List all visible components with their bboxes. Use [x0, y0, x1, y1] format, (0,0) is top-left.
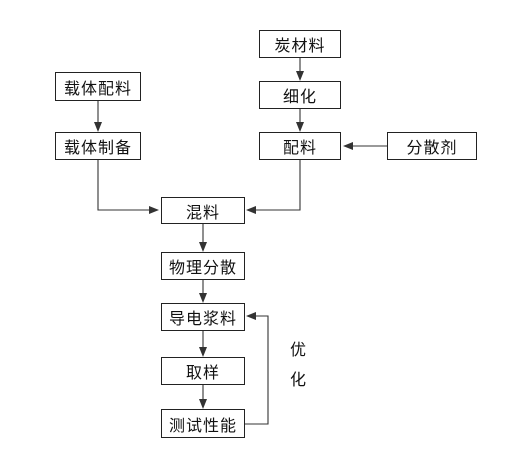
node-batching-label: 配料 [282, 138, 317, 157]
arrowhead-refine-to-batching [296, 122, 304, 132]
node-test-performance-label: 测试性能 [168, 415, 237, 435]
arrowhead-test-feedback-to-paste [246, 312, 256, 320]
node-mixing: 混料 [161, 197, 245, 224]
arrowhead-dispersion-to-paste [199, 293, 207, 303]
node-refine: 细化 [259, 81, 341, 109]
node-carbon-material-label: 炭材料 [274, 36, 326, 55]
feedback-label-char-2: 化 [289, 370, 306, 389]
node-dispersant-label: 分散剂 [406, 138, 458, 157]
node-sampling: 取样 [161, 357, 245, 385]
arrowhead-mixing-to-dispersion [199, 242, 207, 252]
node-mixing-label: 混料 [185, 202, 220, 222]
node-dispersant: 分散剂 [387, 132, 477, 160]
arrowhead-dispersant-to-batching [343, 142, 353, 150]
arrowhead-sampling-to-test [199, 399, 207, 409]
node-sampling-label: 取样 [185, 363, 220, 382]
node-carbon-material: 炭材料 [259, 30, 341, 58]
node-conductive-paste: 导电浆料 [161, 303, 245, 331]
node-carrier-preparation-label: 载体制备 [63, 138, 132, 157]
feedback-label-optimize: 优 化 [283, 335, 313, 395]
arrow-test-feedback-to-paste [245, 315, 269, 425]
arrowhead-paste-to-sampling [199, 347, 207, 357]
node-physical-dispersion-label: 物理分散 [168, 258, 237, 277]
node-test-performance: 测试性能 [161, 409, 245, 438]
node-carrier-batching: 载体配料 [55, 72, 141, 101]
feedback-label-char-1: 优 [289, 340, 306, 359]
arrowhead-carrier-batching-to-preparation [94, 122, 102, 132]
arrowhead-batching-to-mixing [246, 206, 256, 214]
node-carrier-preparation: 载体制备 [55, 132, 141, 160]
node-refine-label: 细化 [282, 87, 317, 106]
node-physical-dispersion: 物理分散 [161, 252, 245, 280]
arrowhead-carrier-preparation-to-mixing [149, 206, 159, 214]
arrow-batching-to-mixing [255, 160, 301, 211]
arrowhead-carbon-to-refine [296, 71, 304, 81]
node-conductive-paste-label: 导电浆料 [168, 309, 237, 328]
node-carrier-batching-label: 载体配料 [63, 78, 132, 98]
arrow-carrier-preparation-to-mixing [97, 160, 150, 211]
node-batching: 配料 [259, 132, 341, 160]
